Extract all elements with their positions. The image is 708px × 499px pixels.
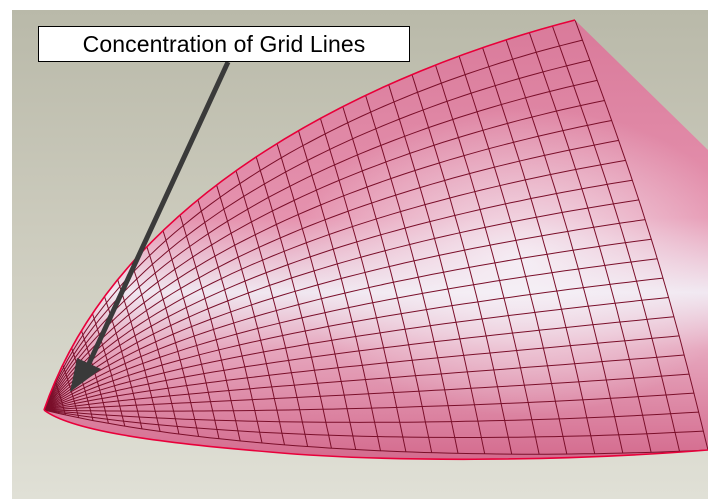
grid-line-longitudinal <box>44 373 690 411</box>
grid-line-transverse <box>388 84 486 454</box>
grid-line-transverse <box>574 20 708 451</box>
grid-line-longitudinal <box>44 139 619 411</box>
grid-line-longitudinal <box>44 409 699 423</box>
grid-line-transverse <box>62 364 80 418</box>
grid-line-transverse <box>146 246 200 437</box>
grid-line-transverse <box>319 118 407 452</box>
grid-line-longitudinal <box>44 238 652 411</box>
surface-highlight <box>44 20 708 460</box>
grid-line-longitudinal <box>44 409 708 455</box>
grid-line-transverse <box>117 279 161 432</box>
grid-line-transverse <box>235 170 309 447</box>
grid-line-transverse <box>131 262 180 435</box>
grid-line-longitudinal <box>44 219 646 411</box>
grid-line-transverse <box>411 74 513 455</box>
grid-line-longitudinal <box>44 354 685 411</box>
grid-line-longitudinal <box>44 258 658 411</box>
grid-line-transverse <box>342 106 433 453</box>
grid-line-longitudinal <box>44 159 626 411</box>
grid-line-longitudinal <box>44 199 639 411</box>
grid-line-transverse <box>81 330 109 424</box>
grid-line-longitudinal <box>44 79 598 411</box>
grid-line-transverse <box>216 184 285 445</box>
grid-line-transverse <box>365 95 459 454</box>
grid-line-transverse <box>482 47 596 454</box>
surface-edge <box>43 19 708 461</box>
grid-line-transverse <box>255 156 332 449</box>
grid-line-transverse <box>54 381 66 416</box>
grid-line-transverse <box>48 396 54 413</box>
grid-line-longitudinal <box>44 120 612 411</box>
callout-arrow <box>70 60 231 392</box>
grid-line-transverse <box>458 55 568 455</box>
grid-line-longitudinal <box>44 297 669 411</box>
grid-line-transverse <box>551 25 680 452</box>
grid-line-transverse <box>179 214 241 442</box>
grid-line-transverse <box>92 313 126 427</box>
grid-lines <box>44 20 708 455</box>
grid-line-longitudinal <box>44 335 680 411</box>
grid-line-longitudinal <box>44 39 583 411</box>
grid-line-longitudinal <box>44 277 664 411</box>
grid-line-transverse <box>162 230 220 439</box>
grid-line-longitudinal <box>44 409 704 438</box>
grid-line-transverse <box>71 347 94 421</box>
callout-box: Concentration of Grid Lines <box>38 26 410 62</box>
grid-line-transverse <box>435 64 540 455</box>
grid-line-transverse <box>276 143 357 450</box>
grid-line-transverse <box>298 130 381 451</box>
grid-line-longitudinal <box>44 179 633 411</box>
grid-line-longitudinal <box>44 59 591 411</box>
grid-line-longitudinal <box>44 316 674 411</box>
grid-line-longitudinal <box>44 392 694 412</box>
grid-line-transverse <box>505 39 624 454</box>
grid-line-transverse <box>197 199 263 444</box>
callout-label: Concentration of Grid Lines <box>82 30 366 57</box>
grid-line-transverse <box>528 32 652 453</box>
